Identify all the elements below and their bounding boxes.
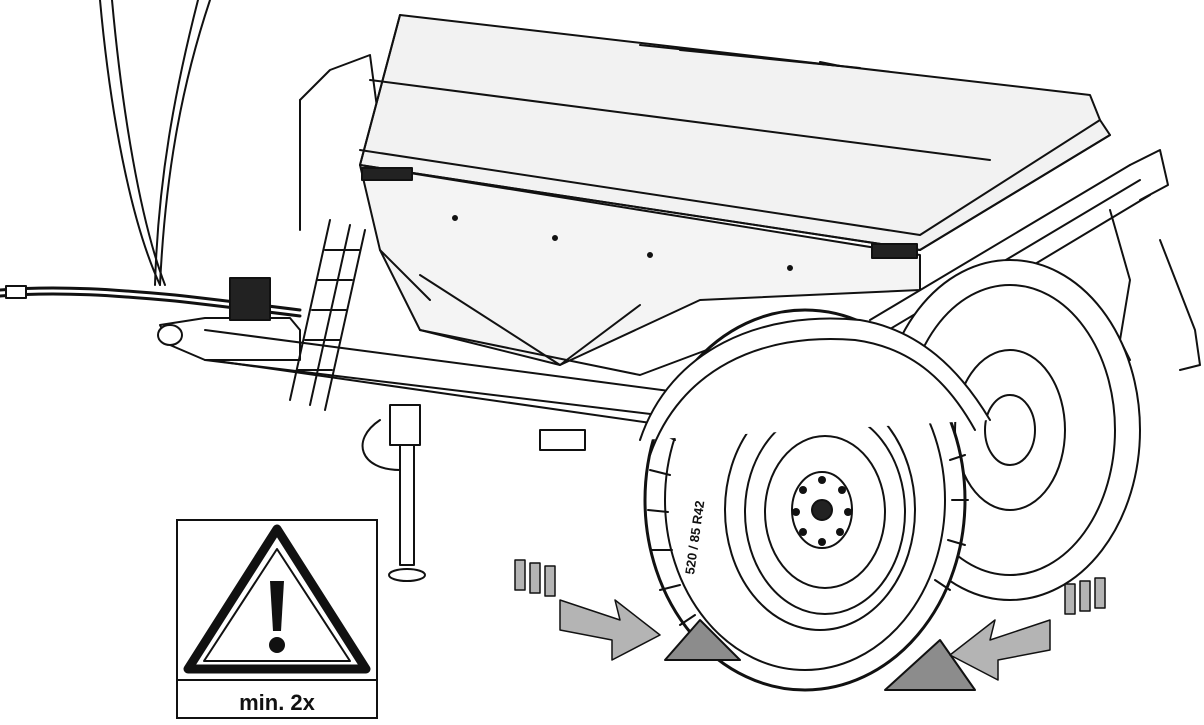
hydraulic-hoses (0, 0, 302, 318)
fender (639, 317, 991, 456)
spreader-illustration: 520 / 85 R42 (0, 0, 1201, 692)
jack-stand (361, 404, 426, 582)
motion-arrows (514, 559, 1106, 681)
warning-triangle-icon (183, 524, 371, 674)
hopper-cover (359, 14, 1111, 259)
warning-sign: min. 2x (176, 519, 378, 719)
ladder (289, 54, 381, 411)
drawbar (157, 277, 701, 431)
wheel-chocks (664, 619, 976, 691)
wheel-nuts (792, 476, 852, 546)
warning-label: min. 2x (178, 679, 376, 721)
